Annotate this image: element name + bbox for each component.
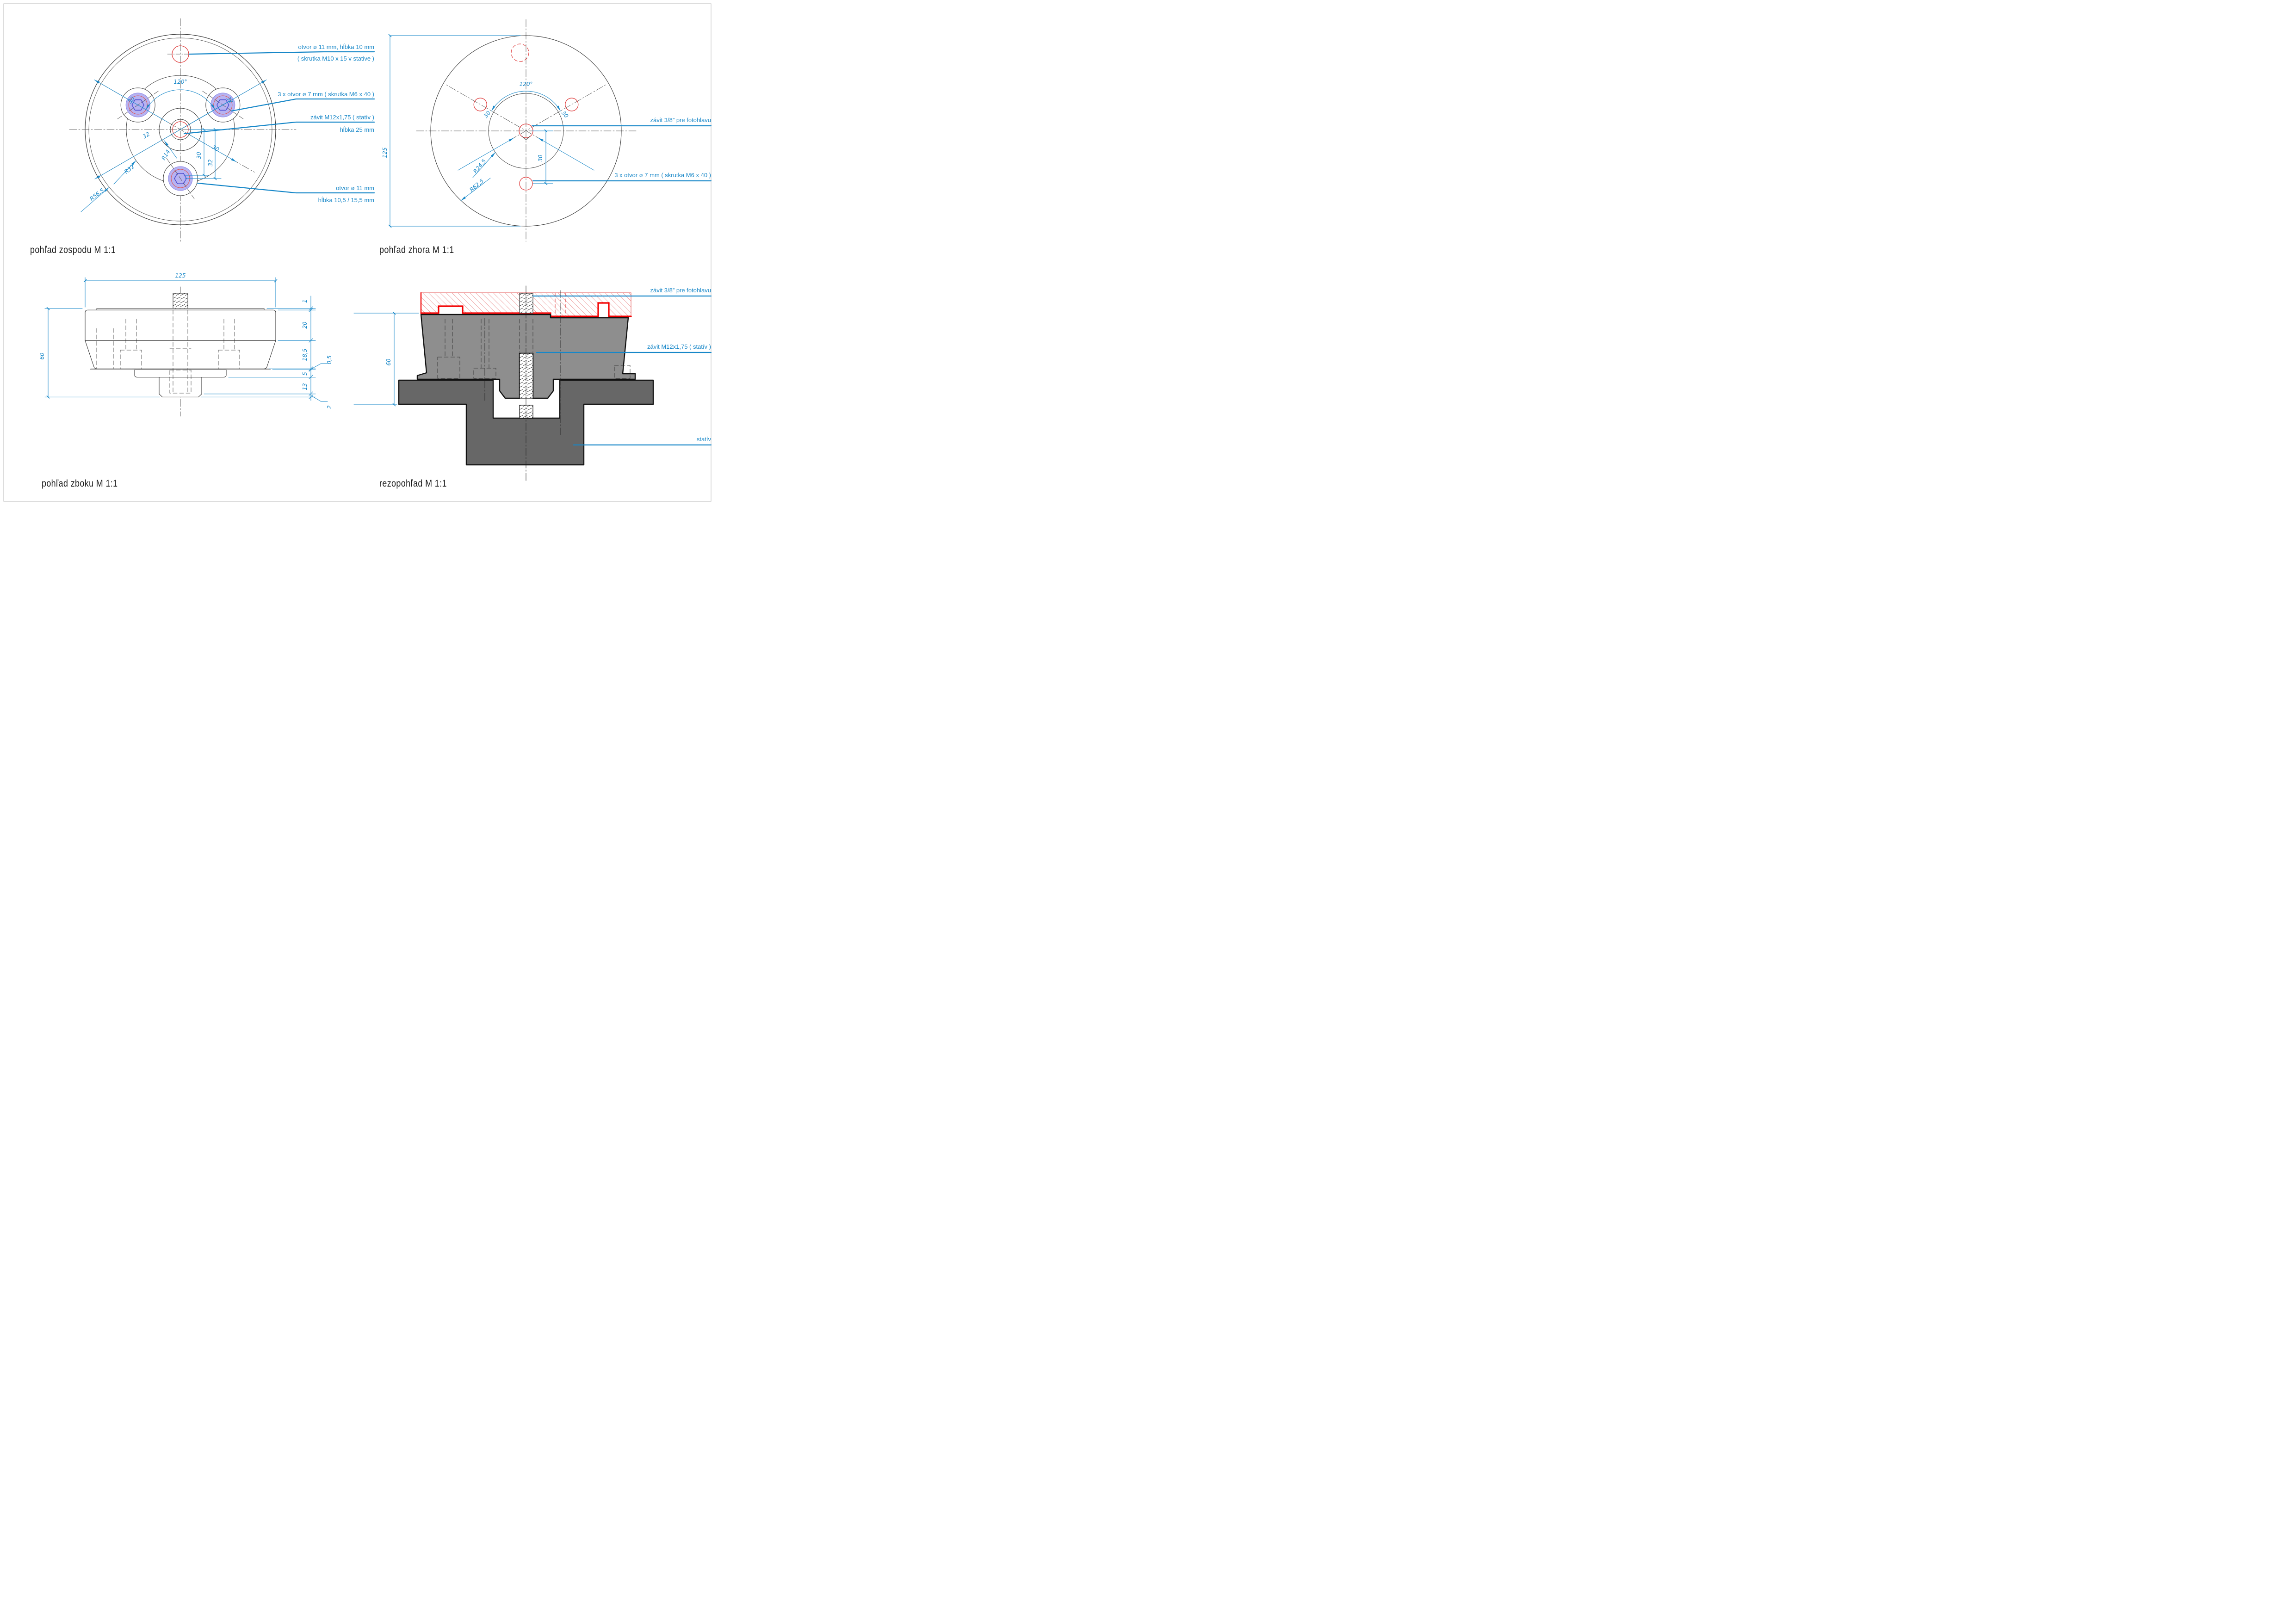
dim-r565: R56,5 xyxy=(88,187,105,203)
hidden-red-hole xyxy=(555,293,566,317)
dim-185: 18,5 xyxy=(302,349,308,361)
label-m6-holes: 3 x otvor ø 7 mm ( skrutka M6 x 40 ) xyxy=(614,172,711,179)
body-cylinder xyxy=(85,309,276,341)
section-dimensions xyxy=(353,311,419,407)
dim-30-left: 30 xyxy=(483,110,492,119)
bottom-view: 120° 30 32 32 R14 R32 R56,5 30 30 32 otv… xyxy=(30,18,375,256)
center-axes xyxy=(69,18,297,243)
label-m12-thread: závit M12x1,75 ( statív ) xyxy=(310,114,374,121)
stud-38 xyxy=(173,293,188,309)
holes xyxy=(473,43,579,191)
hidden-lines xyxy=(96,309,240,394)
body-circles xyxy=(430,35,622,227)
label-m10-hole-1: otvor ø 11 mm, hĺbka 10 mm xyxy=(298,43,374,50)
drawing-frame xyxy=(3,3,712,502)
tripod-stud-thread xyxy=(519,405,533,419)
svg-text:rezopohľad M 1:1: rezopohľad M 1:1 xyxy=(379,478,447,489)
side-view: 125 60 1 20 18,5 0,5 5 13 2 pohľad zboku… xyxy=(39,272,333,489)
section-view: 60 závit 3/8” pre fotohlavu závit M12x1,… xyxy=(353,285,712,489)
dim-60: 60 xyxy=(39,352,45,360)
side-view-title: pohľad zboku M 1:1 xyxy=(42,478,118,489)
m12-thread-bore xyxy=(519,353,533,399)
bottom-boss xyxy=(134,369,227,377)
hidden-m10-hole xyxy=(511,43,529,62)
top-view-title: pohľad zhora M 1:1 xyxy=(379,245,454,256)
dim-r14: R14 xyxy=(161,148,172,161)
dim-2: 2 xyxy=(326,405,333,409)
svg-text:pohľad zhora M 1:1: pohľad zhora M 1:1 xyxy=(379,245,454,256)
socket-screw xyxy=(163,158,198,199)
stud-38-section xyxy=(519,293,533,314)
dim-angle: 120° xyxy=(174,79,187,85)
dim-30-right: 30 xyxy=(560,110,570,119)
dim-20: 20 xyxy=(302,321,308,329)
dim-r32: R32 xyxy=(123,163,136,175)
side-view-dimensions xyxy=(44,277,328,402)
tripod-section xyxy=(398,379,654,466)
dim-60: 60 xyxy=(385,358,392,366)
hidden-lines xyxy=(437,319,631,379)
svg-text:pohľad zboku M 1:1: pohľad zboku M 1:1 xyxy=(42,478,118,489)
dim-1: 1 xyxy=(302,299,308,303)
dim-30-vert: 30 xyxy=(196,152,202,159)
label-m10-hole-2: ( skrutka M10 x 15 v stative ) xyxy=(297,55,374,62)
dim-30-diag: 30 xyxy=(211,144,221,153)
section-leaders xyxy=(532,295,712,446)
drawing-page: 120° 30 32 32 R14 R32 R56,5 30 30 32 otv… xyxy=(0,0,715,505)
dim-5: 5 xyxy=(302,372,308,376)
label-thread38: závit 3/8” pre fotohlavu xyxy=(650,287,711,294)
label-m12: závit M12x1,75 ( statív ) xyxy=(647,343,711,350)
dim-13: 13 xyxy=(302,383,308,390)
drawing-canvas: 120° 30 32 32 R14 R32 R56,5 30 30 32 otv… xyxy=(3,3,712,502)
label-hole11-depth: hĺbka 10,5 / 15,5 mm xyxy=(318,197,374,204)
dim-32-mid: 32 xyxy=(142,131,151,140)
axes xyxy=(484,285,561,481)
dim-r245: R24,5 xyxy=(472,158,487,174)
label-m6-holes: 3 x otvor ø 7 mm ( skrutka M6 x 40 ) xyxy=(278,91,374,98)
label-stativ: statív xyxy=(697,436,712,443)
top-view: 120° 30 30 30 R24,5 R62,5 125 závit 3/8”… xyxy=(379,19,712,256)
center-axes xyxy=(416,19,637,242)
m12-thread-circle xyxy=(172,121,189,138)
bottom-view-dimensions xyxy=(80,80,267,212)
dim-05: 0,5 xyxy=(326,355,333,364)
dim-30-vert: 30 xyxy=(537,154,544,162)
dim-32-vert: 32 xyxy=(207,159,214,166)
svg-text:pohľad zospodu M 1:1: pohľad zospodu M 1:1 xyxy=(30,245,116,256)
bottom-stud xyxy=(159,377,202,397)
bottom-view-leaders xyxy=(183,51,375,194)
body-taper xyxy=(85,340,276,369)
dim-angle: 120° xyxy=(520,81,533,87)
bottom-view-title: pohľad zospodu M 1:1 xyxy=(30,245,116,256)
label-m12-depth: hĺbka 25 mm xyxy=(340,126,374,133)
label-hole11: otvor ø 11 mm xyxy=(336,185,374,191)
top-view-dimensions xyxy=(388,34,594,228)
label-thread38: závit 3/8” pre fotohlavu xyxy=(650,117,711,123)
section-view-title: rezopohľad M 1:1 xyxy=(379,478,447,489)
dim-r625: R62,5 xyxy=(468,178,485,193)
dim-125: 125 xyxy=(175,272,186,279)
dim-125: 125 xyxy=(382,148,388,158)
top-view-leaders xyxy=(531,125,712,182)
